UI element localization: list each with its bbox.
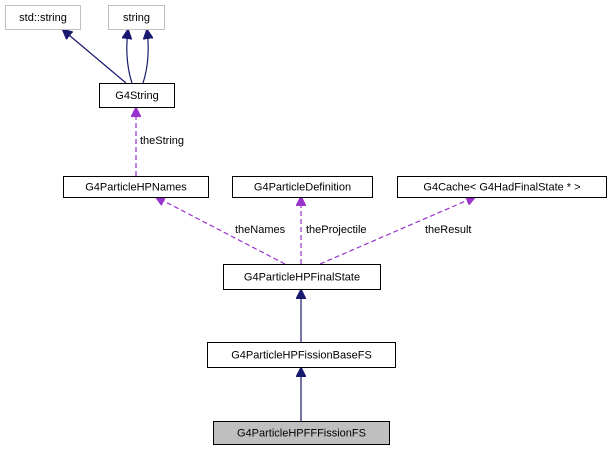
- node-label: G4String: [115, 90, 158, 102]
- edge-g4string-to-string-2: [142, 30, 148, 84]
- node-particle-definition[interactable]: G4ParticleDefinition: [232, 176, 373, 198]
- node-label: G4ParticleHPFissionBaseFS: [231, 349, 372, 361]
- node-string[interactable]: string: [108, 5, 165, 30]
- edge-label-the-names: theNames: [235, 224, 286, 236]
- edge-label-the-result: theResult: [425, 224, 471, 236]
- node-label: G4ParticleHPFinalState: [244, 271, 360, 283]
- edge-g4string-to-string-1: [127, 30, 133, 84]
- edge-label-the-projectile: theProjectile: [306, 224, 367, 236]
- node-fission-base[interactable]: G4ParticleHPFissionBaseFS: [207, 342, 396, 368]
- edge-g4string-to-std-string: [63, 30, 127, 84]
- node-hpnames[interactable]: G4ParticleHPNames: [63, 176, 209, 198]
- node-std-string[interactable]: std::string: [5, 5, 81, 30]
- edge-label-the-string: theString: [140, 135, 184, 147]
- node-label: string: [123, 12, 150, 24]
- edge-finalstate-to-hpnames: [156, 197, 286, 265]
- node-label: G4ParticleHPFFFissionFS: [237, 427, 366, 439]
- edge-finalstate-to-g4cache: [319, 197, 475, 265]
- node-g4string[interactable]: G4String: [99, 83, 175, 108]
- node-label: G4ParticleHPNames: [85, 181, 187, 193]
- node-final-state[interactable]: G4ParticleHPFinalState: [223, 264, 381, 290]
- node-label: G4ParticleDefinition: [254, 181, 351, 193]
- node-label: G4Cache< G4HadFinalState * >: [423, 181, 580, 193]
- node-g4cache[interactable]: G4Cache< G4HadFinalState * >: [397, 176, 607, 198]
- node-ff-fission-focus[interactable]: G4ParticleHPFFFissionFS: [213, 421, 390, 445]
- node-label: std::string: [19, 12, 67, 24]
